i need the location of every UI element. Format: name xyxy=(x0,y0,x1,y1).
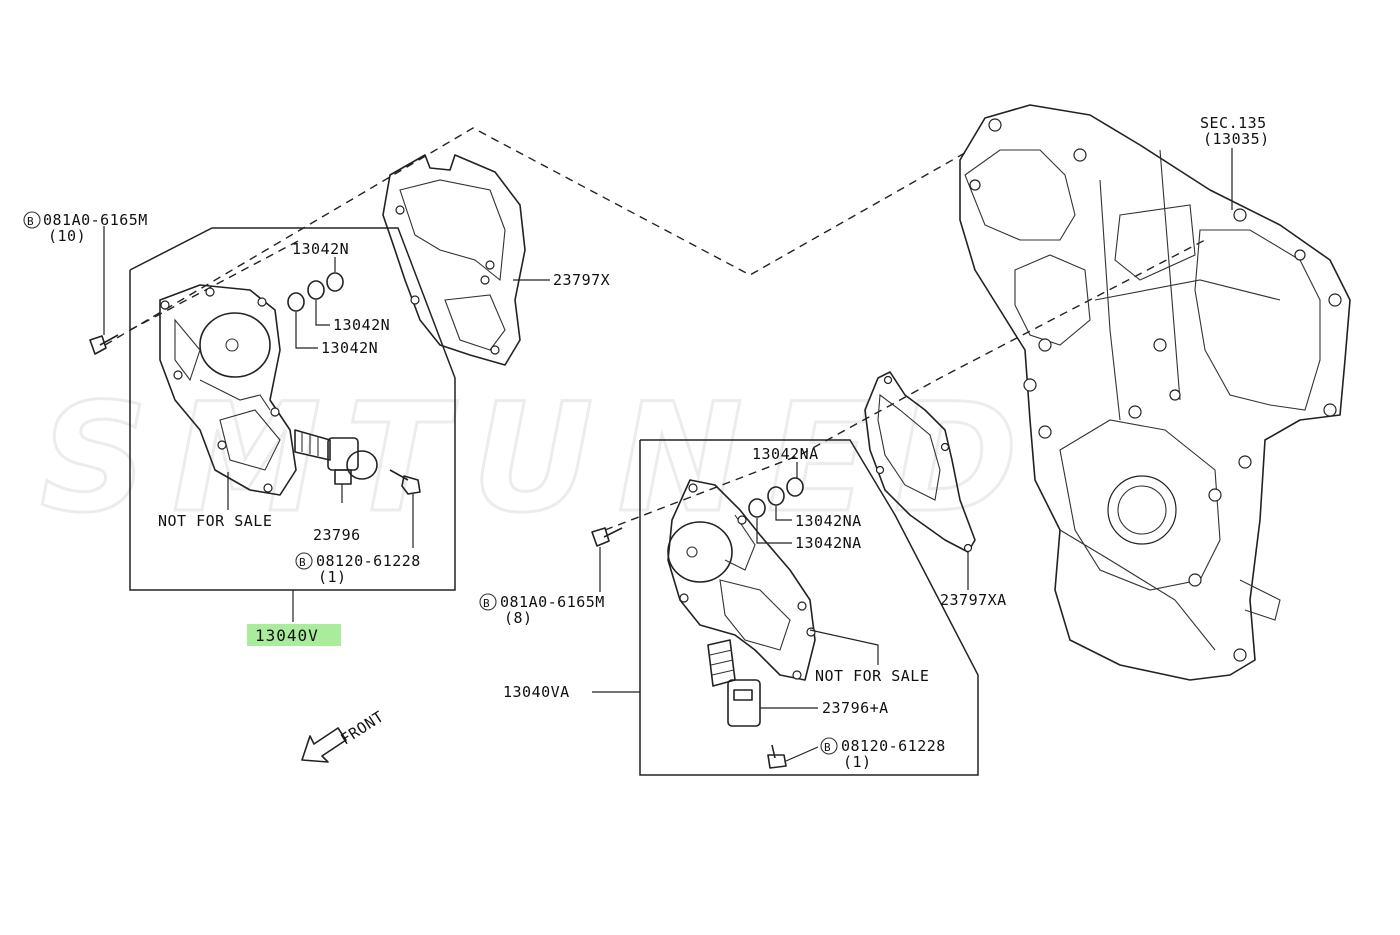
left-housing xyxy=(159,284,297,496)
left-bolt-a-marker-text: B xyxy=(27,215,34,228)
left-not-for-sale: NOT FOR SALE xyxy=(158,512,272,530)
right-oring-top-label: 13042NA xyxy=(752,445,819,463)
assy-right-label: 13040VA xyxy=(503,683,570,701)
left-bolt-b-qty: (1) xyxy=(318,568,347,586)
right-not-for-sale: NOT FOR SALE xyxy=(815,667,929,685)
alignment-dashes xyxy=(104,127,1206,531)
left-bolt-b-marker xyxy=(295,552,313,570)
left-bolt-a-label: 081A0-6165M xyxy=(43,211,148,229)
timing-cover xyxy=(959,104,1351,681)
left-solenoid-label: 23796 xyxy=(313,526,361,544)
right-oring-low-label: 13042NA xyxy=(795,534,862,552)
assy-left-highlight xyxy=(247,624,341,646)
assy-left-label: 13040V xyxy=(255,626,319,645)
right-solenoid xyxy=(707,639,761,727)
left-oring-low-label: 13042N xyxy=(321,339,378,357)
right-bolt-a-qty: (8) xyxy=(504,609,533,627)
assy-left-box xyxy=(129,227,456,591)
gasket-top xyxy=(382,154,526,366)
left-bolt-a-qty: (10) xyxy=(48,227,86,245)
left-solenoid xyxy=(294,429,378,485)
right-bolt-b-marker xyxy=(820,737,838,755)
left-bolt-b-marker-text: B xyxy=(299,556,306,569)
right-bolt-a-marker-text: B xyxy=(483,597,490,610)
right-bolt-a xyxy=(591,527,623,547)
left-oring-mid-label: 13042N xyxy=(333,316,390,334)
left-bolt-b xyxy=(389,469,421,495)
right-orings xyxy=(748,477,804,518)
gasket-right-label: 23797XA xyxy=(940,591,1007,609)
left-bolt-a-marker xyxy=(23,211,41,229)
left-bolt-a xyxy=(89,334,119,355)
front-arrow-icon xyxy=(301,727,347,763)
right-leaders xyxy=(592,462,879,762)
left-oring-top-label: 13042N xyxy=(292,240,349,258)
right-bolt-b-marker-text: B xyxy=(824,741,831,754)
assy-right-box xyxy=(639,439,979,776)
right-housing xyxy=(667,479,816,681)
sec135-sub-label: (13035) xyxy=(1203,130,1270,148)
right-bolt-b xyxy=(767,744,787,769)
left-orings xyxy=(287,272,344,312)
front-label: FRONT xyxy=(337,707,387,748)
watermark-text: SMTUNED xyxy=(40,372,1042,546)
right-oring-mid-label: 13042NA xyxy=(795,512,862,530)
right-solenoid-label: 23796+A xyxy=(822,699,889,717)
gasket-top-label: 23797X xyxy=(553,271,610,289)
right-bolt-b-qty: (1) xyxy=(843,753,872,771)
sec135-label: SEC.135 xyxy=(1200,114,1267,132)
gasket-right xyxy=(864,371,976,553)
right-bolt-a-label: 081A0-6165M xyxy=(500,593,605,611)
right-bolt-a-marker xyxy=(479,593,497,611)
left-leaders xyxy=(103,226,414,622)
left-bolt-b-label: 08120-61228 xyxy=(316,552,421,570)
right-bolt-b-label: 08120-61228 xyxy=(841,737,946,755)
